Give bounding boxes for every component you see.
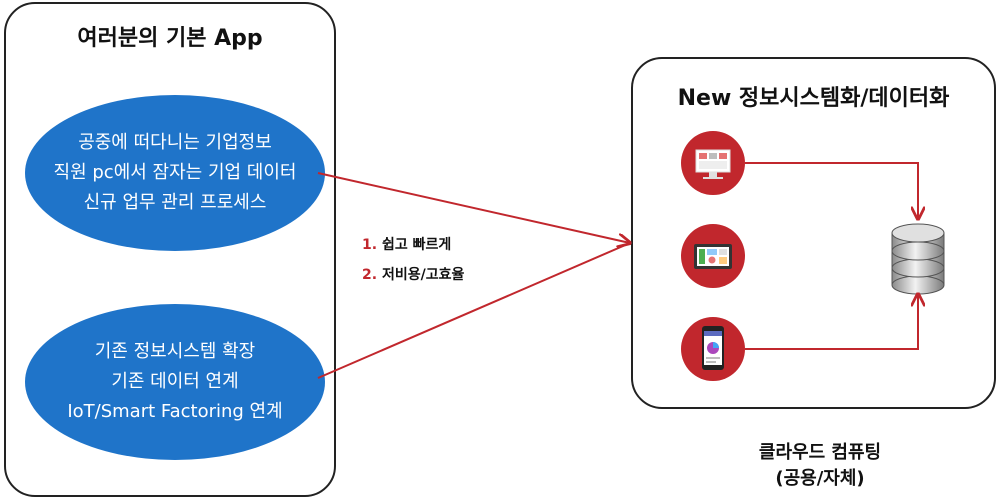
step-number-1: 1.: [362, 237, 378, 253]
step-item-1: 1. 쉽고 빠르게: [362, 230, 464, 260]
step-item-2: 2. 저비용/고효율: [362, 260, 464, 290]
ellipse-top: [25, 95, 325, 251]
desktop-monitor-icon: [695, 149, 731, 179]
step-number-2: 2.: [362, 267, 378, 283]
tablet-icon: [694, 244, 732, 269]
ellipse-bottom: [25, 304, 325, 460]
phone-to-db-connector: [745, 294, 918, 350]
smartphone-icon: [702, 326, 724, 370]
ellipse-top-text: 공중에 떠다니는 기업정보 직원 pc에서 잠자는 기업 데이터 신규 업무 관…: [25, 128, 325, 218]
database-icon: [891, 223, 945, 295]
right-panel-title: New 정보시스템화/데이터화: [677, 86, 950, 111]
cloud-label: 클라우드 컴퓨팅 (공용/자체): [720, 440, 920, 492]
ellipse-bottom-line-2: 기존 데이터 연계: [111, 371, 239, 392]
step-text-2: 저비용/고효율: [381, 267, 465, 283]
step-text-1: 쉽고 빠르게: [381, 237, 452, 253]
step-list: 1. 쉽고 빠르게 2. 저비용/고효율: [362, 230, 464, 290]
ellipse-top-line-3: 신규 업무 관리 프로세스: [83, 192, 267, 213]
cloud-label-line-1: 클라우드 컴퓨팅: [758, 442, 882, 463]
ellipse-bottom-line-3: IoT/Smart Factoring 연계: [67, 401, 283, 422]
desktop-to-db-connector: [745, 162, 918, 219]
ellipse-top-line-2: 직원 pc에서 잠자는 기업 데이터: [53, 162, 297, 183]
cloud-label-line-2: (공용/자체): [775, 468, 865, 489]
ellipse-bottom-text: 기존 정보시스템 확장 기존 데이터 연계 IoT/Smart Factorin…: [25, 337, 325, 427]
ellipse-top-line-1: 공중에 떠다니는 기업정보: [78, 132, 272, 153]
connector-bottom: [317, 242, 631, 379]
ellipse-bottom-line-1: 기존 정보시스템 확장: [94, 341, 256, 362]
connector-top: [317, 172, 630, 243]
left-panel-title: 여러분의 기본 App: [77, 26, 263, 51]
